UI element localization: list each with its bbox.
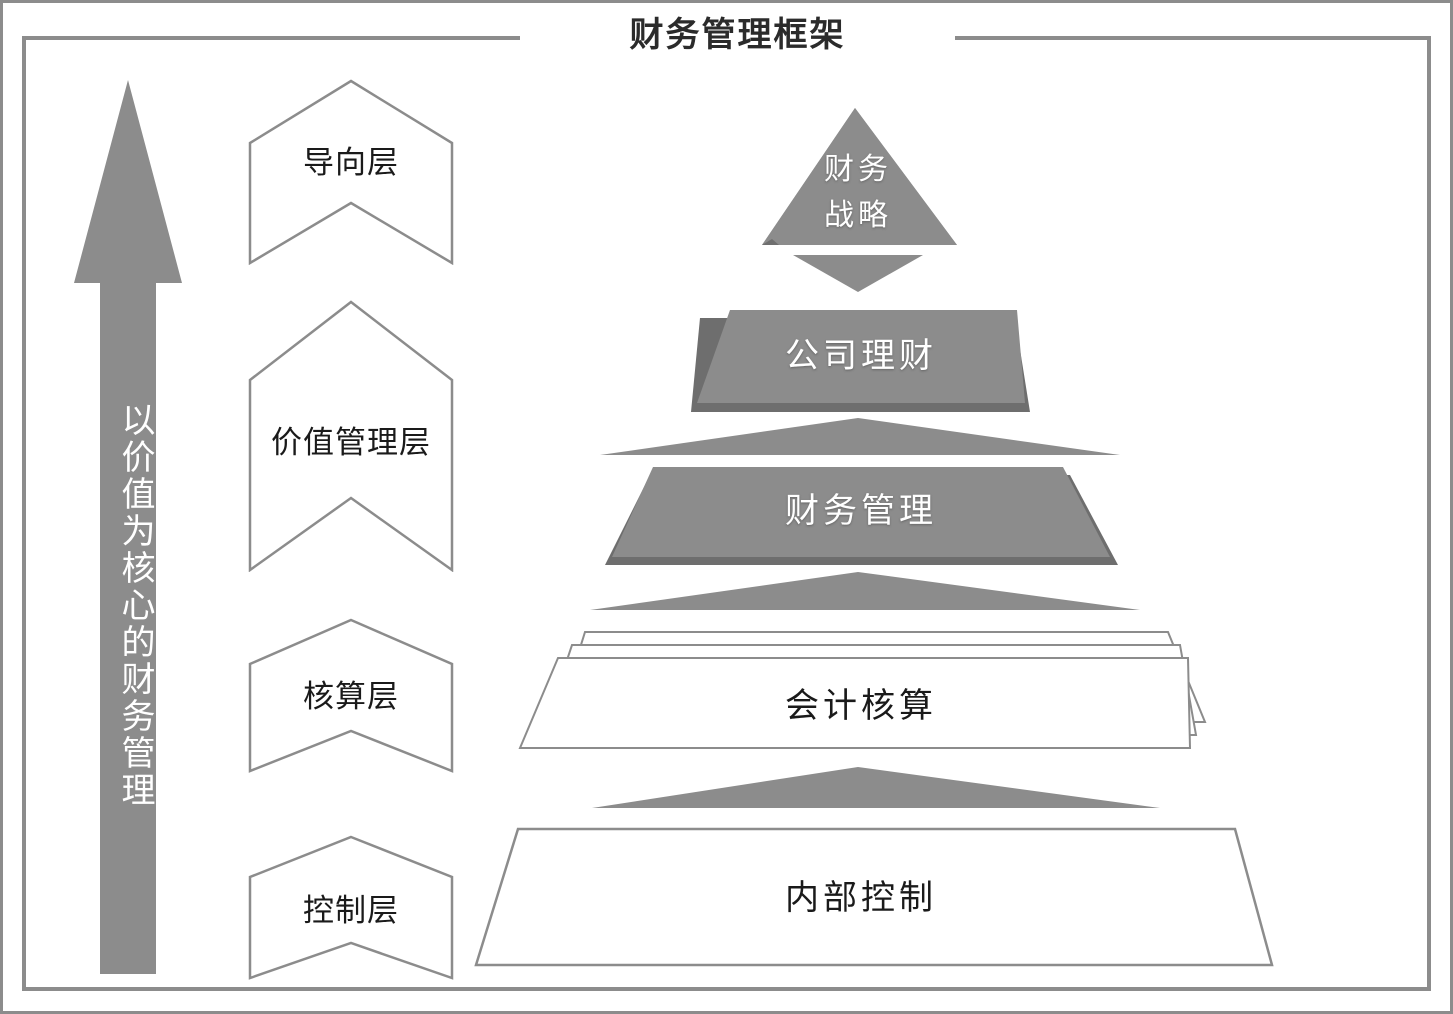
pyramid-tier-corporate-finance-label: 公司理财 — [785, 338, 937, 375]
pyramid-connector-4 — [592, 767, 1160, 808]
pyramid-tier-accounting-label: 会计核算 — [785, 688, 937, 725]
pyramid-tier-financial-management-shape — [612, 467, 1110, 557]
inner-border-top-left — [22, 36, 520, 40]
inner-border-top-right — [955, 36, 1431, 40]
layer-banner-value-management[interactable]: 价值管理层 — [248, 300, 454, 572]
diagram-title: 财务管理框架 — [629, 17, 846, 54]
layer-banner-accounting-label: 核算层 — [303, 679, 399, 714]
pyramid-connector-3 — [590, 572, 1140, 610]
inner-border-left — [22, 36, 26, 991]
inner-border-bottom — [22, 987, 1431, 991]
layer-banner-control[interactable]: 控制层 — [248, 835, 454, 980]
pyramid-tier-financial-strategy-line2: 战略 — [824, 199, 892, 232]
pyramid-tier-financial-strategy-line1: 财务 — [824, 153, 892, 186]
layer-banner-guidance-label: 导向层 — [303, 145, 399, 180]
layer-banner-accounting[interactable]: 核算层 — [248, 618, 454, 773]
arrow-label: 以价值为核心的财务管理 — [116, 401, 153, 809]
layer-banner-guidance[interactable]: 导向层 — [248, 79, 454, 265]
pyramid-tier-internal-control-label: 内部控制 — [785, 880, 937, 917]
pyramid-tier-accounting-shape — [518, 657, 1192, 749]
inner-border-right — [1427, 36, 1431, 991]
layer-banner-value-management-label: 价值管理层 — [271, 425, 431, 460]
pyramid-connector-2 — [600, 418, 1120, 455]
pyramid-tier-internal-control-shape — [474, 827, 1274, 967]
upward-arrow-icon — [68, 78, 192, 974]
pyramid-connector-1 — [793, 255, 923, 292]
layer-banner-control-label: 控制层 — [303, 893, 399, 928]
pyramid-tier-financial-management-label: 财务管理 — [785, 493, 937, 530]
pyramid-tier-corporate-finance-shape — [697, 310, 1025, 403]
